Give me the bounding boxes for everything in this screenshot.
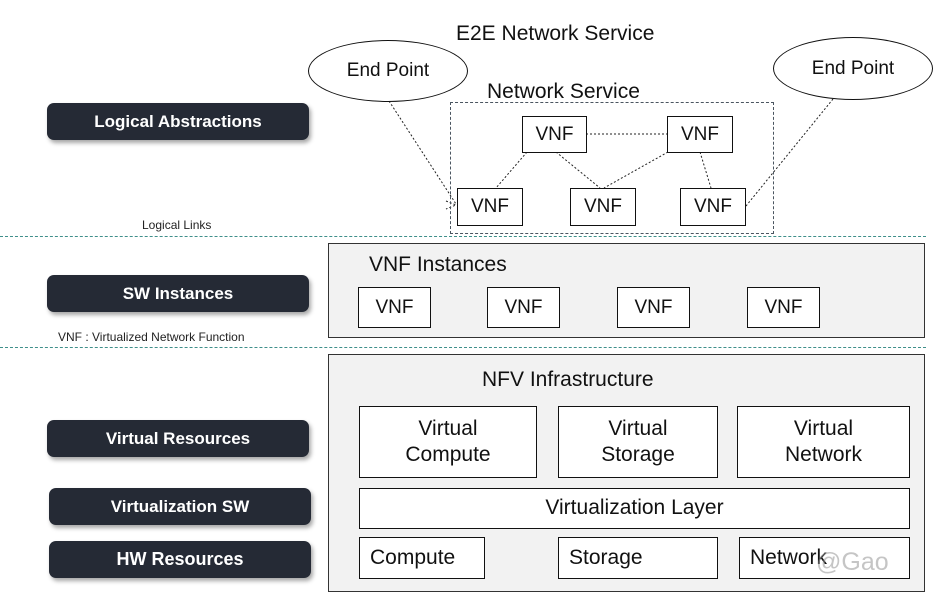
vnf-instance-1: VNF	[358, 287, 431, 328]
watermark: @Gao	[816, 548, 889, 576]
network-service-title: Network Service	[487, 80, 640, 103]
vnf-instance-4: VNF	[747, 287, 820, 328]
end-point-right-label: End Point	[811, 57, 895, 79]
layer-hw-resources: HW Resources	[49, 541, 311, 578]
virtual-storage-line2: Storage	[601, 443, 675, 466]
virtual-network-line1: Virtual	[793, 416, 854, 440]
virtual-compute-line1: Virtual	[418, 416, 478, 440]
hw-storage: Storage	[558, 537, 718, 579]
separator-top	[0, 236, 926, 237]
ns-vnf-bottom-middle: VNF	[570, 188, 636, 226]
virtual-network-line2: Network	[784, 443, 863, 466]
e2e-network-service-title: E2E Network Service	[456, 22, 655, 45]
hw-network: Network	[739, 537, 910, 579]
virtual-network: Virtual Network	[737, 406, 910, 478]
layer-virtualization-sw: Virtualization SW	[49, 488, 311, 525]
ns-vnf-top-right: VNF	[667, 116, 733, 153]
end-point-left: End Point	[308, 40, 468, 102]
layer-logical-abstractions: Logical Abstractions	[47, 103, 309, 140]
layer-sw-instances: SW Instances	[47, 275, 309, 312]
virtual-compute: Virtual Compute	[359, 406, 537, 478]
virtual-storage-line1: Virtual	[608, 416, 668, 440]
ns-vnf-bottom-left: VNF	[457, 188, 523, 226]
logical-links-label: Logical Links	[142, 218, 212, 232]
end-point-left-label: End Point	[346, 60, 430, 81]
separator-middle	[0, 347, 926, 348]
hw-compute: Compute	[359, 537, 485, 579]
ns-vnf-top-left: VNF	[522, 116, 587, 153]
virtual-storage: Virtual Storage	[558, 406, 718, 478]
vnf-instance-3: VNF	[617, 287, 690, 328]
vnf-instances-title: VNF Instances	[369, 253, 507, 276]
vnf-definition-note: VNF : Virtualized Network Function	[58, 330, 245, 344]
nfv-infrastructure-title: NFV Infrastructure	[482, 368, 654, 391]
network-service-boundary	[450, 102, 774, 234]
vnf-instance-2: VNF	[487, 287, 560, 328]
ns-vnf-bottom-right: VNF	[680, 188, 746, 226]
virtualization-layer: Virtualization Layer	[359, 488, 910, 529]
virtual-compute-line2: Compute	[405, 443, 491, 466]
end-point-right: End Point	[773, 37, 933, 100]
layer-virtual-resources: Virtual Resources	[47, 420, 309, 457]
